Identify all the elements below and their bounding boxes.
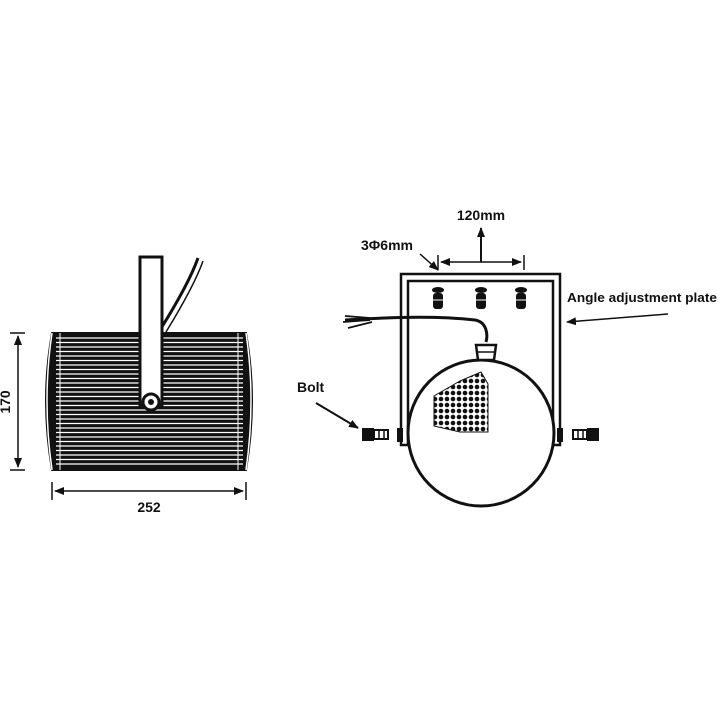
mounting-screw bbox=[515, 287, 527, 309]
mounting-screw bbox=[432, 287, 444, 309]
bolt-right bbox=[557, 428, 599, 442]
side-cable bbox=[158, 257, 200, 331]
horn-grille bbox=[433, 371, 489, 433]
side-bracket bbox=[138, 255, 164, 407]
spacing-label: 120mm bbox=[457, 207, 505, 223]
width-label: 252 bbox=[137, 499, 161, 515]
bolt-arrow bbox=[315, 402, 359, 429]
spacing-dimension bbox=[437, 227, 525, 270]
bolt-left bbox=[362, 428, 403, 442]
bolt-label: Bolt bbox=[297, 379, 325, 395]
width-dimension bbox=[51, 482, 247, 500]
holes-leader bbox=[419, 253, 439, 271]
side-view: 170 252 bbox=[0, 255, 253, 515]
height-label: 170 bbox=[0, 390, 13, 414]
height-dimension bbox=[10, 332, 25, 471]
angle-plate-arrow bbox=[566, 313, 669, 326]
holes-label: 3Φ6mm bbox=[361, 237, 413, 253]
angle-plate-label: Angle adjustment plate bbox=[567, 290, 717, 305]
front-view: 120mm 3Φ6mm Angle adjustment plate Bolt bbox=[297, 207, 717, 508]
front-cable bbox=[344, 315, 489, 343]
mounting-screw bbox=[475, 287, 487, 309]
